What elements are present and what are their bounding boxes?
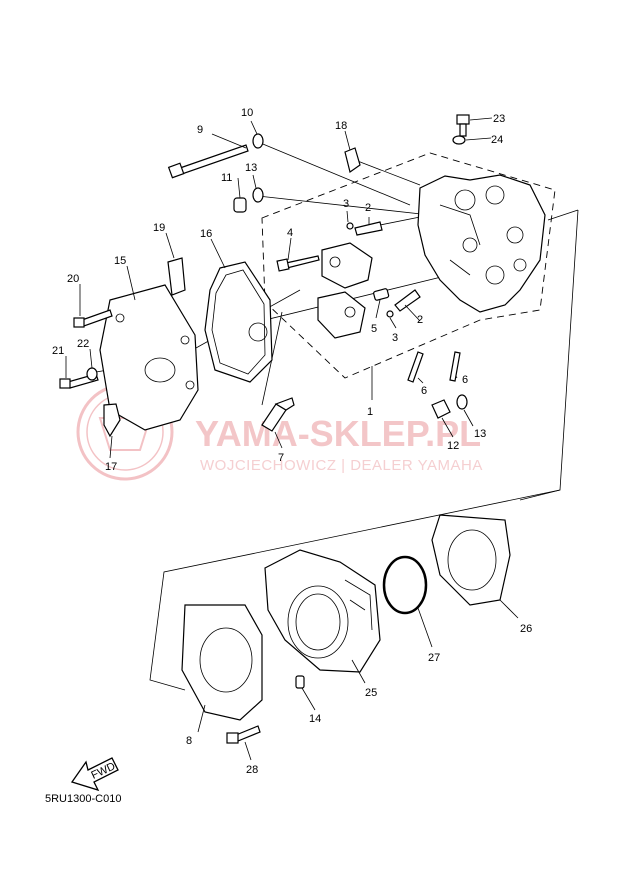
watermark: YAMA-SKLEP.PL WOJCIECHOWICZ | DEALER YAM…	[76, 383, 483, 481]
callout-3-upper: 3	[343, 198, 349, 210]
bolt-28	[226, 725, 261, 744]
callout-13-upper: 13	[245, 162, 257, 174]
assembly-frame	[149, 209, 579, 691]
o-ring-27	[382, 555, 428, 615]
washer-13-upper	[252, 187, 264, 203]
bolt-20	[73, 309, 113, 328]
spark-plug-7	[261, 397, 295, 432]
fwd-label: FWD	[89, 760, 117, 781]
callout-17: 17	[105, 461, 117, 473]
washer-13-lower	[456, 394, 468, 410]
callout-labels: 1 2 2 3 3 4 5 6 6 7 8 9 10 11 12 13 13 1…	[52, 107, 532, 776]
callout-15: 15	[114, 255, 126, 267]
callout-8: 8	[186, 735, 192, 747]
studs-6	[407, 351, 461, 383]
dowel-14	[295, 675, 305, 689]
callout-24: 24	[491, 134, 503, 146]
rocker-assembly	[317, 242, 373, 339]
callout-14: 14	[309, 713, 321, 725]
bolt-23	[456, 114, 470, 137]
clip-17	[103, 403, 121, 438]
callout-6-left: 6	[421, 385, 427, 397]
pin-2-lower	[386, 289, 421, 318]
diagram-code: 5RU1300-C010	[45, 793, 121, 805]
bracket-19	[167, 257, 186, 296]
watermark-subtitle: WOJCIECHOWICZ | DEALER YAMAHA	[200, 457, 483, 474]
callout-1: 1	[367, 406, 373, 418]
callout-leaders	[65, 117, 519, 761]
callout-6-right: 6	[462, 374, 468, 386]
callout-9: 9	[197, 124, 203, 136]
cylinder-head-group-outline	[261, 152, 556, 379]
callout-12: 12	[447, 440, 459, 452]
cylinder-head	[417, 174, 546, 313]
callout-16: 16	[200, 228, 212, 240]
watermark-title: YAMA-SKLEP.PL	[195, 413, 481, 454]
plug-5	[373, 288, 390, 301]
callout-21: 21	[52, 345, 64, 357]
washer-10	[252, 133, 264, 149]
callout-5: 5	[371, 323, 377, 335]
washer-22	[86, 367, 98, 381]
washer-24	[452, 135, 466, 145]
callout-25: 25	[365, 687, 377, 699]
cylinder-25	[264, 549, 381, 673]
callout-22: 22	[77, 338, 89, 350]
callout-26: 26	[520, 623, 532, 635]
bracket-18	[344, 147, 361, 173]
callout-23: 23	[493, 113, 505, 125]
callout-2-lower: 2	[417, 314, 423, 326]
cover-gasket-16	[204, 261, 273, 383]
collar-11	[233, 197, 247, 213]
fwd-arrow: FWD	[70, 757, 119, 792]
callout-13-lower: 13	[474, 428, 486, 440]
callout-19: 19	[153, 222, 165, 234]
callout-27: 27	[428, 652, 440, 664]
bolt-4	[276, 255, 320, 272]
callout-2-upper: 2	[365, 202, 371, 214]
head-gasket-26	[431, 514, 511, 606]
bolt-9	[167, 144, 249, 179]
callout-4: 4	[287, 227, 293, 239]
callout-20: 20	[67, 273, 79, 285]
callout-3-lower: 3	[392, 332, 398, 344]
cap-nut-12	[431, 399, 451, 419]
callout-10: 10	[241, 107, 253, 119]
callout-28: 28	[246, 764, 258, 776]
cylinder-gasket-8	[181, 604, 263, 721]
callout-18: 18	[335, 120, 347, 132]
head-cover	[99, 284, 199, 431]
callout-7: 7	[278, 452, 284, 464]
pin-2-upper	[346, 221, 383, 236]
callout-11: 11	[221, 172, 232, 184]
